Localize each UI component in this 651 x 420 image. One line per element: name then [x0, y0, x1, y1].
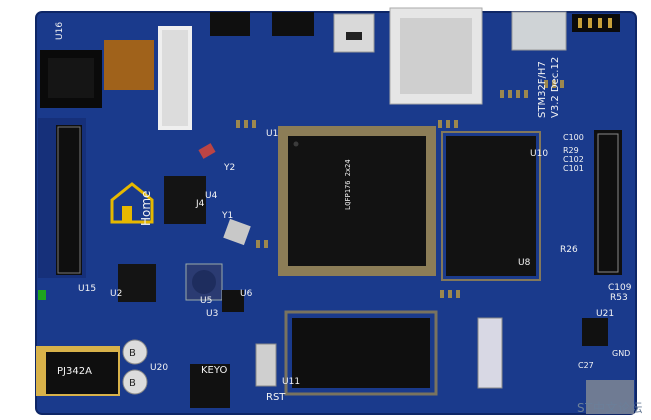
keyo-button-body: [190, 364, 230, 408]
version-sub-text: V3.2 Dec.12: [550, 57, 561, 118]
label-c100: C100: [563, 133, 584, 142]
crystal-y2: [198, 143, 216, 159]
label-r53: R53: [610, 293, 628, 303]
version-main-text: STM32F/H7: [537, 61, 548, 118]
rst-button-body: [255, 343, 277, 387]
audio-jack: [46, 352, 118, 394]
home-logo: [110, 182, 154, 224]
pin-header-pins: [578, 18, 612, 28]
label-r26: R26: [560, 245, 578, 255]
crystal-y1: [223, 218, 251, 246]
right-fpc-frame: [597, 133, 619, 273]
left-fpc-connector: [56, 125, 82, 275]
capacitor-1: [122, 339, 148, 365]
mcu-chip: [288, 136, 426, 266]
chip-u2: [118, 264, 156, 302]
label-gnd: GND: [612, 349, 630, 358]
label-c109: C109: [608, 283, 632, 293]
label-u8: U8: [518, 258, 531, 268]
left-fpc-frame: [57, 126, 81, 274]
top-fpc-slot: [162, 30, 188, 126]
label-u15: U15: [78, 284, 96, 294]
chip-u21: [582, 318, 608, 346]
label-c27: C27: [578, 361, 594, 370]
label-u3: U3: [206, 309, 218, 319]
sdram-pins: [441, 131, 541, 281]
label-u21: U21: [596, 309, 614, 319]
watermark: ST中文论坛: [577, 401, 643, 415]
right-fpc-connector: [594, 130, 622, 275]
label-y1: Y1: [221, 211, 233, 221]
bottom-connector-1: [477, 317, 503, 389]
usb-connector-1: [210, 12, 250, 36]
label-u20: U20: [150, 363, 168, 373]
label-u10: U10: [530, 149, 548, 159]
buzzer-center: [192, 270, 216, 294]
label-c102: C102: [563, 155, 584, 164]
jack-marking: PJ342A: [57, 366, 92, 377]
label-u11: U11: [282, 377, 300, 387]
label-u1: U1: [266, 129, 278, 139]
logo-text: Home: [139, 191, 153, 226]
label-c101: C101: [563, 164, 584, 173]
mcu-pin1-dot: [293, 141, 299, 147]
usb-b-connector: [511, 11, 567, 51]
pcb-outline: [35, 11, 637, 415]
usb-connector-2: [272, 12, 314, 36]
flash-chip: [292, 318, 430, 388]
smd-components: [236, 80, 564, 298]
mcu-marking: LQFP176 2x24: [344, 159, 352, 210]
label-r29: R29: [563, 146, 579, 155]
label-u4: U4: [205, 191, 218, 201]
rst-label: RST: [266, 392, 286, 403]
label-b2: B: [129, 378, 136, 389]
label-u2: U2: [110, 289, 122, 299]
keyo-label: KEYO: [201, 365, 227, 376]
green-led: [38, 290, 46, 300]
label-b1: B: [129, 348, 136, 359]
label-u5: U5: [200, 296, 212, 306]
sd-card-body: [400, 18, 472, 94]
dc-jack-body: [48, 58, 94, 98]
chip-u5: [222, 290, 244, 312]
capacitor-2: [122, 369, 148, 395]
flex-cable: [104, 40, 154, 90]
bottom-right-jack: [586, 380, 634, 414]
micro-usb-port: [346, 32, 362, 40]
flash-pins: [284, 310, 438, 396]
label-j4: J4: [195, 199, 205, 209]
label-u16: U16: [55, 22, 65, 40]
chip-u4: [164, 176, 206, 224]
label-u6: U6: [240, 289, 253, 299]
sdram-chip: [446, 136, 536, 276]
label-y2: Y2: [223, 163, 235, 173]
